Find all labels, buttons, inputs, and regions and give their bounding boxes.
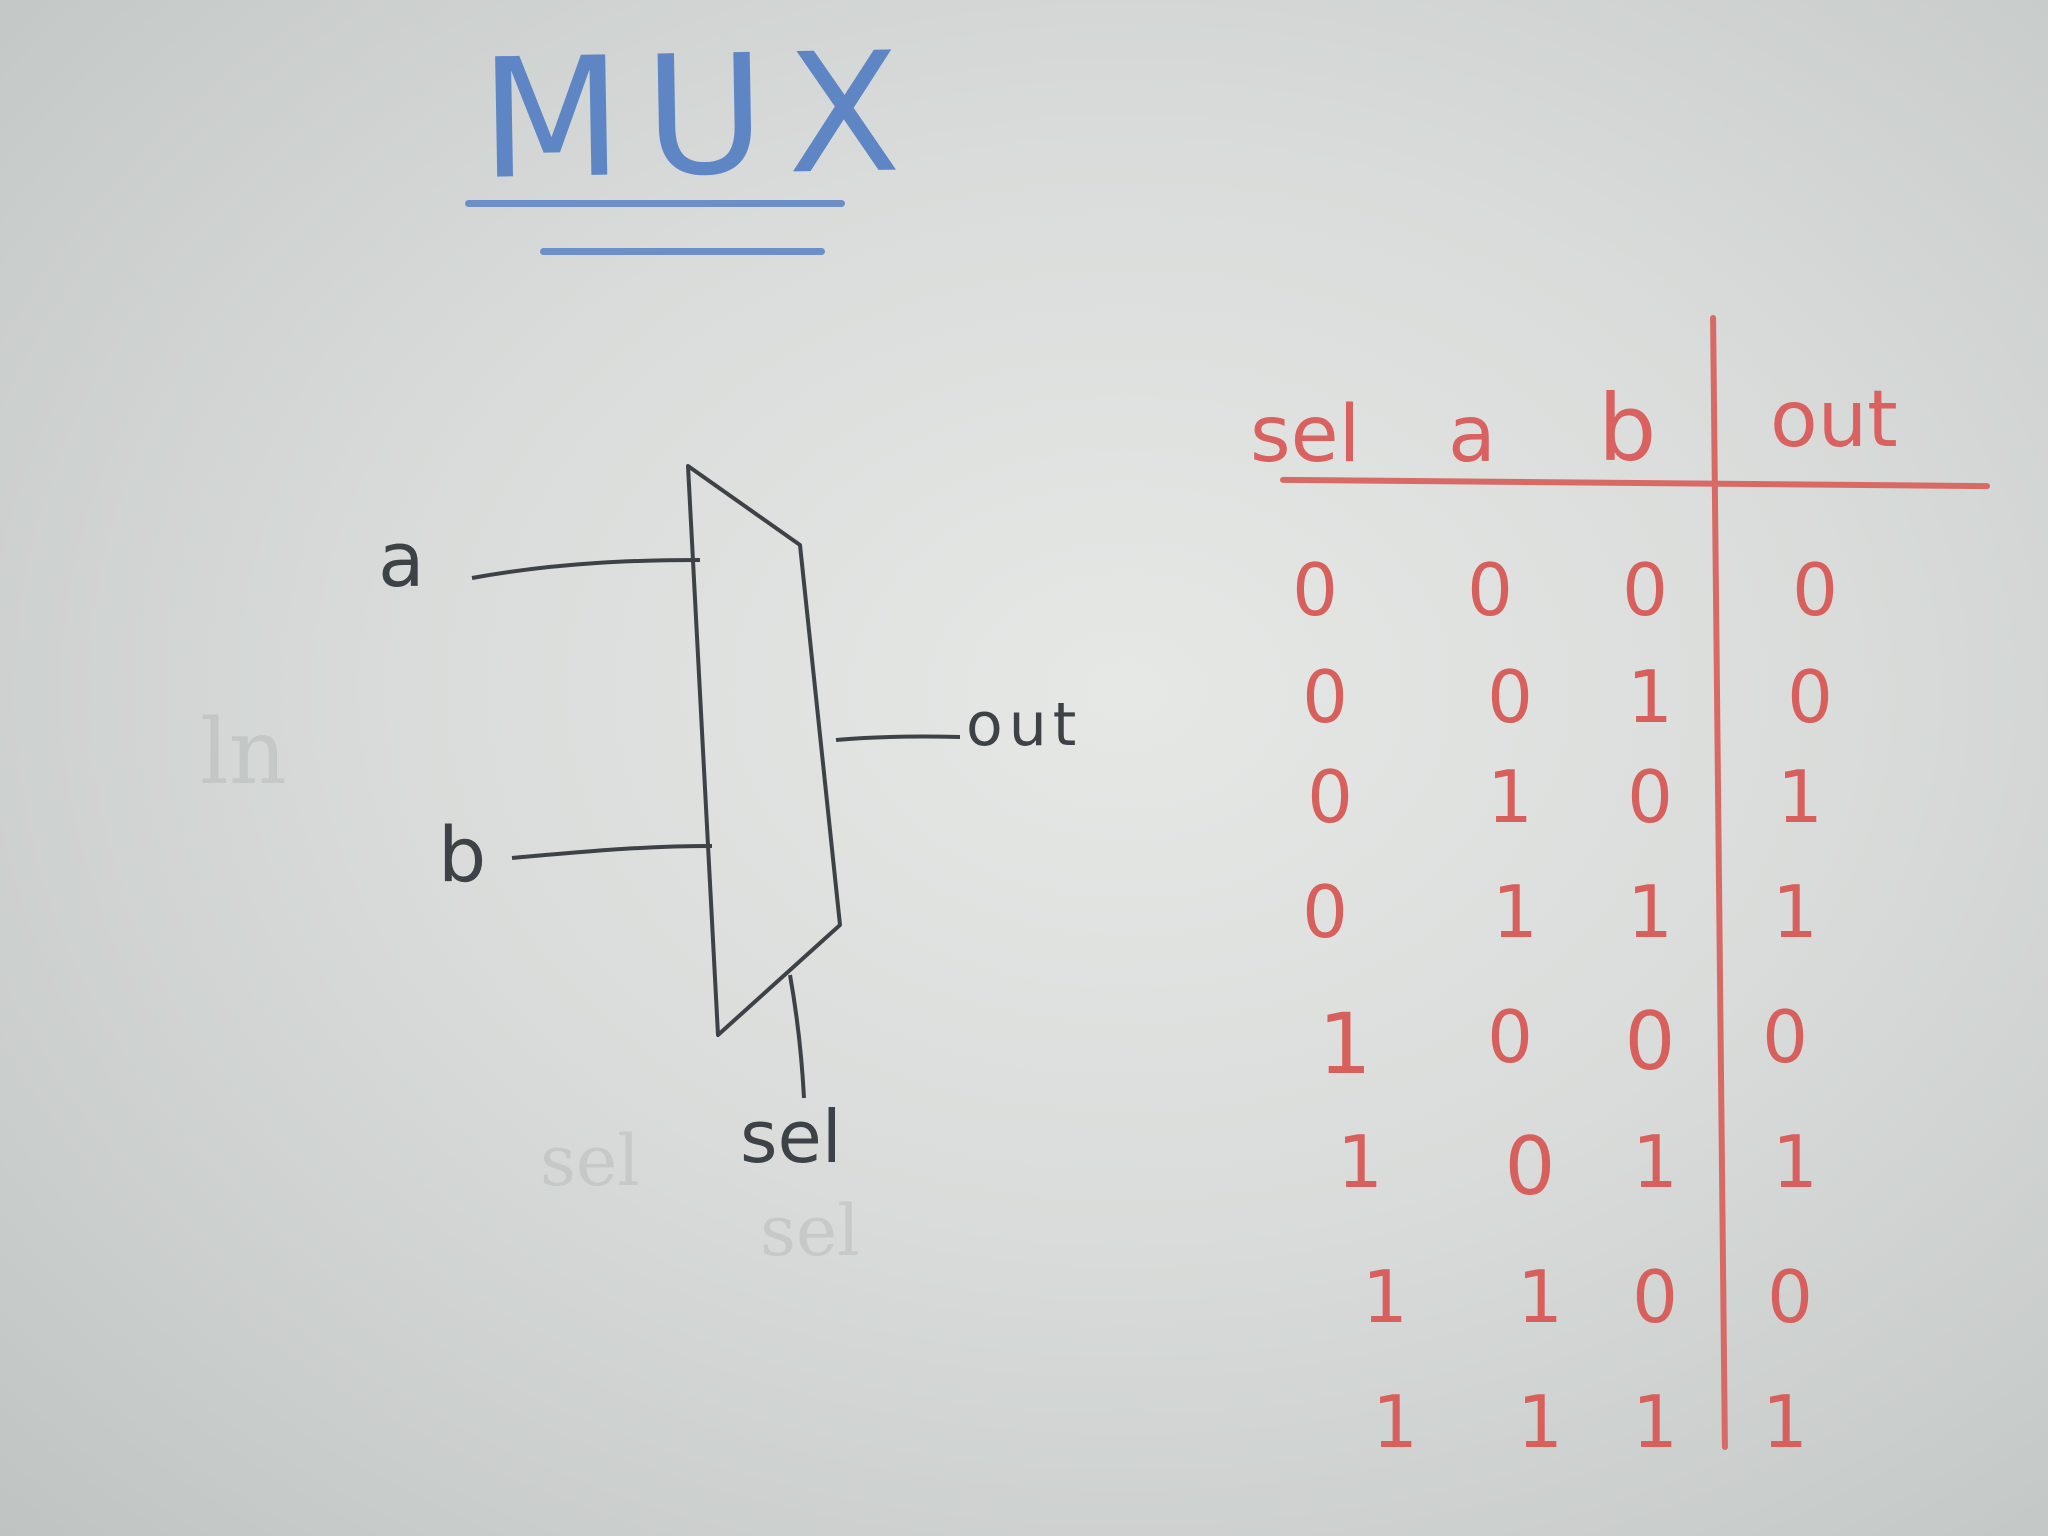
input-b-wire: [511, 844, 713, 860]
cell-sel: 1: [1337, 1120, 1383, 1204]
cell-a: 0: [1467, 548, 1513, 632]
output-label: out: [966, 690, 1083, 760]
mux-body: [686, 464, 842, 1037]
cell-out: 1: [1772, 870, 1818, 954]
header-a: a: [1448, 390, 1496, 480]
select-label: sel: [740, 1095, 842, 1179]
cell-sel: 0: [1302, 870, 1348, 954]
cell-b: 1: [1627, 870, 1673, 954]
title-underline: [465, 200, 845, 207]
cell-a: 1: [1487, 755, 1533, 839]
header-out: out: [1770, 375, 1898, 465]
cell-sel: 1: [1362, 1255, 1408, 1339]
input-a-wire: [471, 558, 701, 580]
erased-ghost-writing: sel: [760, 1190, 860, 1272]
erased-ghost-writing: ln: [200, 700, 287, 805]
header-b: b: [1598, 375, 1657, 482]
cell-b: 1: [1632, 1380, 1678, 1464]
cell-sel: 0: [1307, 755, 1353, 839]
cell-a: 0: [1487, 995, 1533, 1079]
cell-a: 1: [1492, 870, 1538, 954]
title-underline: [540, 248, 825, 255]
cell-out: 1: [1762, 1380, 1808, 1464]
cell-b: 0: [1632, 1255, 1678, 1339]
output-wire: [835, 734, 961, 742]
cell-a: 1: [1517, 1255, 1563, 1339]
cell-sel: 1: [1318, 995, 1372, 1093]
input-a-label: a: [378, 515, 425, 604]
cell-sel: 0: [1292, 548, 1338, 632]
cell-out: 1: [1777, 755, 1823, 839]
cell-b: 0: [1624, 995, 1676, 1088]
cell-b: 1: [1632, 1120, 1678, 1204]
erased-ghost-writing: sel: [540, 1120, 640, 1202]
cell-out: 1: [1772, 1120, 1818, 1204]
cell-a: 1: [1517, 1380, 1563, 1464]
cell-b: 0: [1627, 755, 1673, 839]
cell-sel: 1: [1372, 1380, 1418, 1464]
select-wire: [788, 974, 806, 1099]
cell-a: 0: [1487, 655, 1533, 739]
cell-b: 1: [1627, 655, 1673, 739]
input-b-label: b: [438, 810, 487, 899]
cell-out: 0: [1762, 995, 1808, 1079]
cell-a: 0: [1504, 1120, 1556, 1213]
header-sel: sel: [1250, 390, 1361, 480]
cell-sel: 0: [1302, 655, 1348, 739]
cell-out: 0: [1787, 655, 1833, 739]
cell-out: 0: [1767, 1255, 1813, 1339]
cell-out: 0: [1792, 548, 1838, 632]
cell-b: 0: [1622, 548, 1668, 632]
